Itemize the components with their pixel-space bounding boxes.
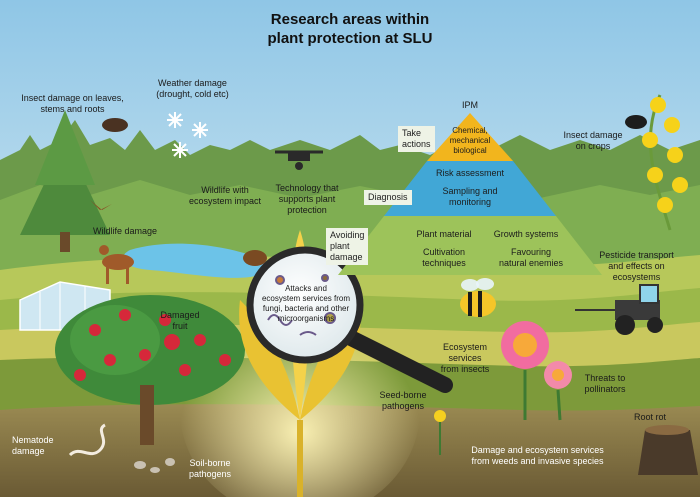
plant-material-label: Plant material (416, 229, 472, 239)
soil-borne-label: Soil-borne pathogens (188, 458, 232, 479)
magnifying-glass (246, 246, 453, 393)
nematode-label: Nematode damage (12, 435, 54, 456)
nematode (68, 423, 106, 457)
risk-assessment-label: Risk assessment (435, 168, 505, 178)
conifer-tree (20, 110, 110, 252)
avoiding-plant-damage-label: Avoiding plant damage (326, 228, 369, 265)
drone (275, 150, 323, 170)
tractor (575, 284, 663, 335)
ipm-pyramid (338, 113, 602, 275)
insect-damage-crops-label: Insect damage on crops (563, 130, 623, 151)
river (122, 243, 268, 278)
favouring-natural-enemies-label: Favouring natural enemies (498, 247, 564, 268)
ipm-label: IPM (461, 100, 478, 110)
cultivation-techniques-label: Cultivation techniques (422, 247, 466, 268)
soil-stones (134, 458, 175, 473)
insect-damage-leaves-label: Insect damage on leaves, stems and roots (21, 93, 124, 114)
tier1-text: Chemical, mechanical biological (449, 126, 491, 155)
take-actions-label: Take actions (398, 126, 435, 152)
apple-tree (55, 295, 245, 445)
pink-flower-small (544, 361, 572, 421)
weather-damage-label: Weather damage (drought, cold etc) (156, 78, 229, 99)
beaver (243, 250, 267, 266)
root-rot-label: Root rot (633, 412, 666, 422)
wildlife-ecosystem-label: Wildlife with ecosystem impact (188, 185, 262, 206)
sampling-monitoring-label: Sampling and monitoring (442, 186, 498, 207)
weevil (102, 118, 128, 132)
growth-systems-label: Growth systems (493, 229, 559, 239)
damaged-fruit-label: Damaged fruit (160, 310, 200, 331)
diagnosis-label: Diagnosis (364, 190, 412, 205)
snowflakes (167, 112, 208, 158)
wildlife-damage-label: Wildlife damage (92, 226, 158, 236)
bee (460, 278, 496, 317)
pollinators-label: Threats to pollinators (584, 373, 626, 394)
magnifier-label: Attacks and ecosystem services from fung… (261, 284, 351, 323)
pyramid-tier-base (338, 216, 602, 275)
tree-stump (638, 425, 698, 475)
pesticide-label: Pesticide transport and effects on ecosy… (599, 250, 674, 282)
seed-borne-label: Seed-borne pathogens (379, 390, 427, 411)
technology-label: Technology that supports plant protectio… (275, 183, 339, 215)
weeds-label: Damage and ecosystem services from weeds… (471, 445, 604, 466)
page-title: Research areas within plant protection a… (267, 11, 433, 47)
pyramid-tier-top (427, 113, 513, 161)
pyramid-tier-middle (384, 161, 556, 216)
rapeseed-plant (642, 94, 688, 231)
dandelion (434, 410, 446, 455)
beetle (625, 115, 647, 129)
deer (99, 245, 134, 284)
pink-flower-large (501, 321, 549, 420)
ecosystem-insects-label: Ecosystem services from insects (440, 342, 490, 374)
